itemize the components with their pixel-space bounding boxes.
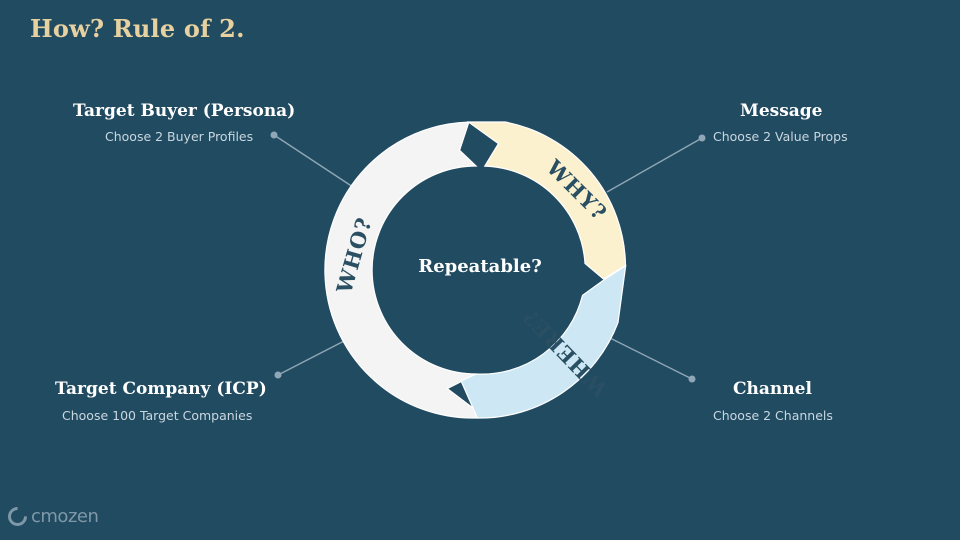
slide-title: How? Rule of 2. <box>30 14 245 43</box>
callout-sub-message: Choose 2 Value Props <box>713 129 848 144</box>
brand-logo: cmozen <box>4 503 99 530</box>
connector-dot-bottom-right <box>688 375 696 383</box>
connector-dot-top-left <box>270 131 278 139</box>
connector-lines <box>270 131 706 383</box>
connector-bottom-right <box>609 337 693 380</box>
callout-heading-persona: Target Buyer (Persona) <box>73 101 296 121</box>
connector-dot-bottom-left <box>274 371 282 379</box>
connector-top-left <box>273 134 354 188</box>
callout-sub-persona: Choose 2 Buyer Profiles <box>105 129 254 144</box>
connector-top-right <box>606 137 703 193</box>
logo-c-icon <box>4 503 31 530</box>
callout-sub-channel: Choose 2 Channels <box>713 408 833 423</box>
callout-heading-icp: Target Company (ICP) <box>55 379 267 399</box>
callout-sub-icp: Choose 100 Target Companies <box>62 408 253 423</box>
logo-text: cmozen <box>31 506 99 527</box>
connector-bottom-left <box>277 339 347 376</box>
connector-dot-top-right <box>698 134 706 142</box>
segment-why <box>466 121 627 280</box>
center-label: Repeatable? <box>418 256 542 277</box>
segment-where <box>460 264 627 419</box>
callout-heading-channel: Channel <box>733 379 812 399</box>
callout-heading-message: Message <box>740 101 823 121</box>
segment-who <box>324 121 478 419</box>
